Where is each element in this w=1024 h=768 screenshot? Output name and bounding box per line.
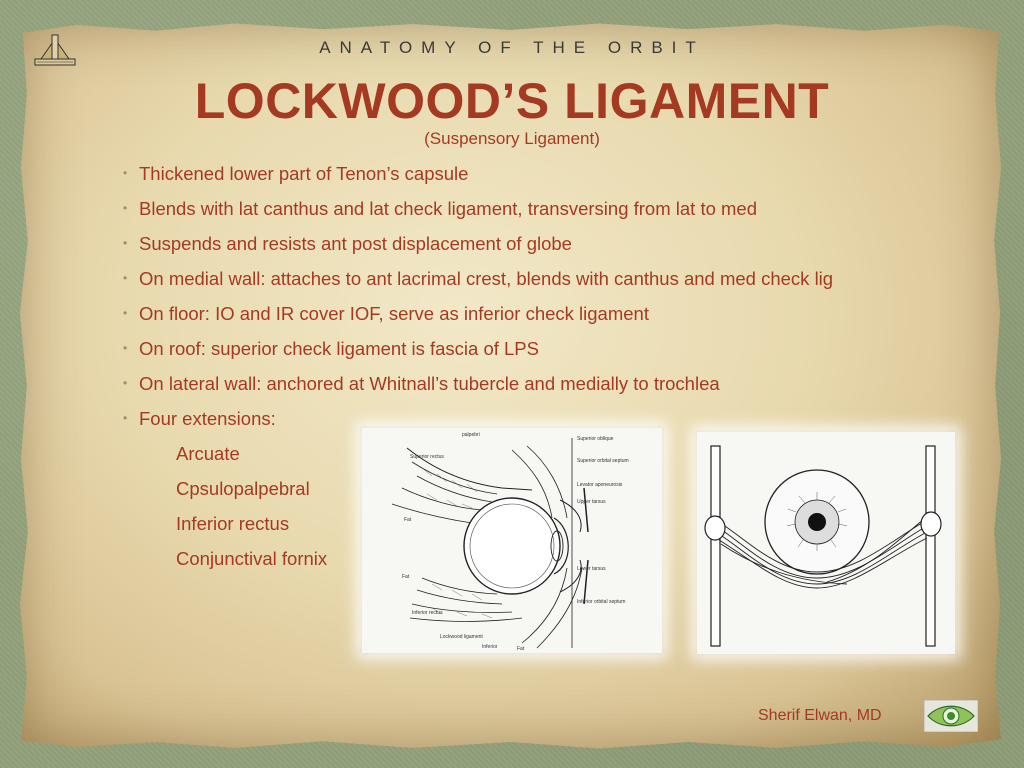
- eye-logo-icon: [924, 700, 978, 732]
- pyramid-logo-icon: [34, 34, 76, 66]
- orbit-cross-section-drawing: palpebri Superior rectus Superior obliqu…: [391, 432, 629, 652]
- label-fat-bottom: Fat: [517, 646, 525, 652]
- bullet-item: On roof: superior check ligament is fasc…: [120, 336, 940, 372]
- label-lower-tarsus: Lower tarsus: [577, 566, 606, 572]
- label-fat-lower: Fat: [402, 574, 410, 580]
- label-superior-orbital-septum: Superior orbital septum: [577, 458, 629, 464]
- label-lockwood-ligament: Lockwood ligament: [440, 634, 483, 640]
- bullet-item: Suspends and resists ant post displaceme…: [120, 231, 940, 267]
- label-levator-aponeurosis: Levator aponeurosis: [577, 482, 623, 488]
- author-name: Sherif Elwan, MD: [758, 707, 882, 724]
- bullet-list: Thickened lower part of Tenon’s capsule …: [120, 161, 940, 442]
- bullet-item: On lateral wall: anchored at Whitnall’s …: [120, 371, 940, 407]
- label-superior-oblique: Superior oblique: [577, 436, 614, 442]
- page-title: LOCKWOOD’S LIGAMENT: [194, 73, 830, 129]
- label-palpebri: palpebri: [462, 432, 480, 438]
- label-superior-rectus: Superior rectus: [410, 454, 444, 460]
- extension-item: Inferior rectus: [176, 513, 290, 534]
- label-fat-upper: Fat: [404, 517, 412, 523]
- label-upper-tarsus: Upper tarsus: [577, 499, 606, 505]
- bullet-item: Four extensions:: [120, 406, 940, 442]
- label-inferior-orbital-septum: Inferior orbital septum: [577, 599, 625, 605]
- extension-item: Arcuate: [176, 443, 240, 464]
- label-inferior-rectus: Inferior rectus: [412, 610, 443, 616]
- bullet-item: On floor: IO and IR cover IOF, serve as …: [120, 301, 940, 337]
- page-subtitle: (Suspensory Ligament): [424, 129, 600, 148]
- bullet-item: Blends with lat canthus and lat check li…: [120, 196, 940, 232]
- orbit-cross-section-figure: palpebri Superior rectus Superior obliqu…: [362, 428, 662, 653]
- label-inferior: Inferior: [482, 644, 498, 650]
- extension-item: Conjunctival fornix: [176, 548, 328, 569]
- extension-item: Cpsulopalpebral: [176, 478, 310, 499]
- extensions-list: Arcuate Cpsulopalpebral Inferior rectus …: [176, 442, 327, 582]
- bullet-item: On medial wall: attaches to ant lacrimal…: [120, 266, 940, 302]
- suspensory-hammock-figure: [697, 432, 955, 654]
- section-header: ANATOMY OF THE ORBIT: [319, 38, 705, 57]
- eyeball-hammock-drawing: [704, 445, 942, 647]
- bullet-item: Thickened lower part of Tenon’s capsule: [120, 161, 940, 197]
